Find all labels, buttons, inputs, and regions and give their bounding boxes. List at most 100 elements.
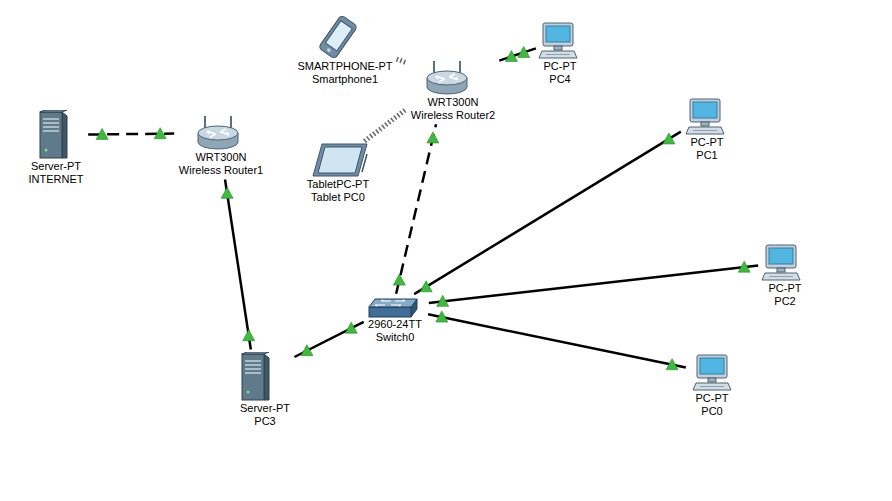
icon-part xyxy=(554,46,562,50)
network-device: WRT300NWireless Router2 xyxy=(408,60,498,122)
network-device: 2960-24TTSwitch0 xyxy=(365,296,425,344)
copper-link xyxy=(294,322,363,357)
device-name: PC3 xyxy=(254,415,275,428)
pc-icon xyxy=(685,98,725,136)
icon-part xyxy=(769,276,793,277)
device-model: SMARTPHONE-PT xyxy=(297,60,392,73)
router-icon xyxy=(196,115,240,151)
wireless-link xyxy=(397,59,407,63)
icon-part xyxy=(686,127,724,134)
icon-part xyxy=(245,372,261,374)
icon-part xyxy=(318,15,357,59)
router-icon xyxy=(425,60,469,96)
network-device: Server-PTPC3 xyxy=(237,352,293,428)
icon-part xyxy=(207,129,229,137)
link-light xyxy=(437,295,449,306)
device-model: TabletPC-PT xyxy=(307,178,369,191)
icon-part xyxy=(245,360,261,362)
icon-part xyxy=(318,15,357,59)
icon-part xyxy=(44,149,47,152)
icon-part xyxy=(708,378,716,382)
icon-part xyxy=(245,368,261,370)
icon-part xyxy=(762,273,800,280)
server-icon xyxy=(240,352,271,402)
icon-part xyxy=(245,364,261,366)
device-model: WRT300N xyxy=(195,151,246,164)
icon-part xyxy=(777,268,785,272)
device-name: PC2 xyxy=(774,295,795,308)
link-light xyxy=(221,187,233,198)
icon-part xyxy=(198,126,238,140)
device-model: WRT300N xyxy=(427,96,478,109)
icon-part xyxy=(43,118,59,120)
device-model: PC-PT xyxy=(769,282,802,295)
icon-part xyxy=(43,122,59,124)
network-device: Server-PTINTERNET xyxy=(26,110,87,186)
icon-part xyxy=(546,54,570,55)
device-name: Smartphone1 xyxy=(312,73,378,86)
copper-link xyxy=(428,314,686,367)
icon-part xyxy=(242,354,264,400)
icon-part xyxy=(40,110,67,112)
device-model: PC-PT xyxy=(544,60,577,73)
copper-link xyxy=(499,48,536,60)
link-light xyxy=(420,281,432,292)
link-light xyxy=(96,128,108,139)
copper-link xyxy=(414,132,681,294)
icon-part xyxy=(700,386,724,387)
icon-part xyxy=(369,307,411,317)
network-device: SMARTPHONE-PTSmartphone1 xyxy=(294,14,395,86)
copper-link xyxy=(225,179,251,349)
link-light xyxy=(666,359,678,370)
icon-part xyxy=(326,48,331,53)
icon-part xyxy=(546,26,570,42)
icon-part xyxy=(693,102,717,118)
icon-part xyxy=(690,99,720,122)
pc-icon xyxy=(538,22,578,60)
link-light xyxy=(505,51,517,62)
link-light xyxy=(345,322,357,333)
copper-link xyxy=(429,266,758,303)
pc-icon xyxy=(761,244,801,282)
icon-part xyxy=(313,144,367,176)
icon-part xyxy=(369,299,417,307)
icon-part xyxy=(43,130,59,132)
network-device: PC-PTPC4 xyxy=(537,22,583,86)
link-light xyxy=(518,46,530,57)
device-name: PC4 xyxy=(549,73,570,86)
network-device: TabletPC-PTTablet PC0 xyxy=(304,142,372,204)
network-device: PC-PTPC2 xyxy=(762,244,808,308)
network-device: PC-PTPC0 xyxy=(689,354,735,418)
icon-part xyxy=(543,23,573,46)
device-name: Wireless Router1 xyxy=(179,164,263,177)
device-name: Switch0 xyxy=(376,331,415,344)
link-light xyxy=(154,128,166,139)
device-model: PC-PT xyxy=(696,392,729,405)
icon-part xyxy=(701,122,709,126)
device-model: Server-PT xyxy=(31,160,81,173)
link-light xyxy=(243,330,255,341)
icon-part xyxy=(697,355,727,378)
link-light xyxy=(427,132,439,143)
icon-part xyxy=(427,71,467,85)
link-light xyxy=(738,261,750,272)
device-name: Wireless Router2 xyxy=(411,109,495,122)
link-light xyxy=(301,345,313,356)
device-name: Tablet PC0 xyxy=(311,191,365,204)
phone-icon xyxy=(315,14,361,60)
device-model: Server-PT xyxy=(240,402,290,415)
icon-part xyxy=(246,391,249,394)
icon-part xyxy=(436,74,458,82)
device-model: PC-PT xyxy=(691,136,724,149)
device-model: 2960-24TT xyxy=(368,318,422,331)
crossover-link xyxy=(396,124,436,293)
icon-part xyxy=(318,147,362,173)
link-light xyxy=(393,274,405,285)
wireless-link xyxy=(365,109,407,141)
switch-icon xyxy=(367,296,419,318)
icon-part xyxy=(539,51,577,58)
network-device: PC-PTPC1 xyxy=(684,98,730,162)
tablet-icon xyxy=(312,142,368,178)
icon-part xyxy=(769,248,793,264)
icon-part xyxy=(62,112,67,158)
